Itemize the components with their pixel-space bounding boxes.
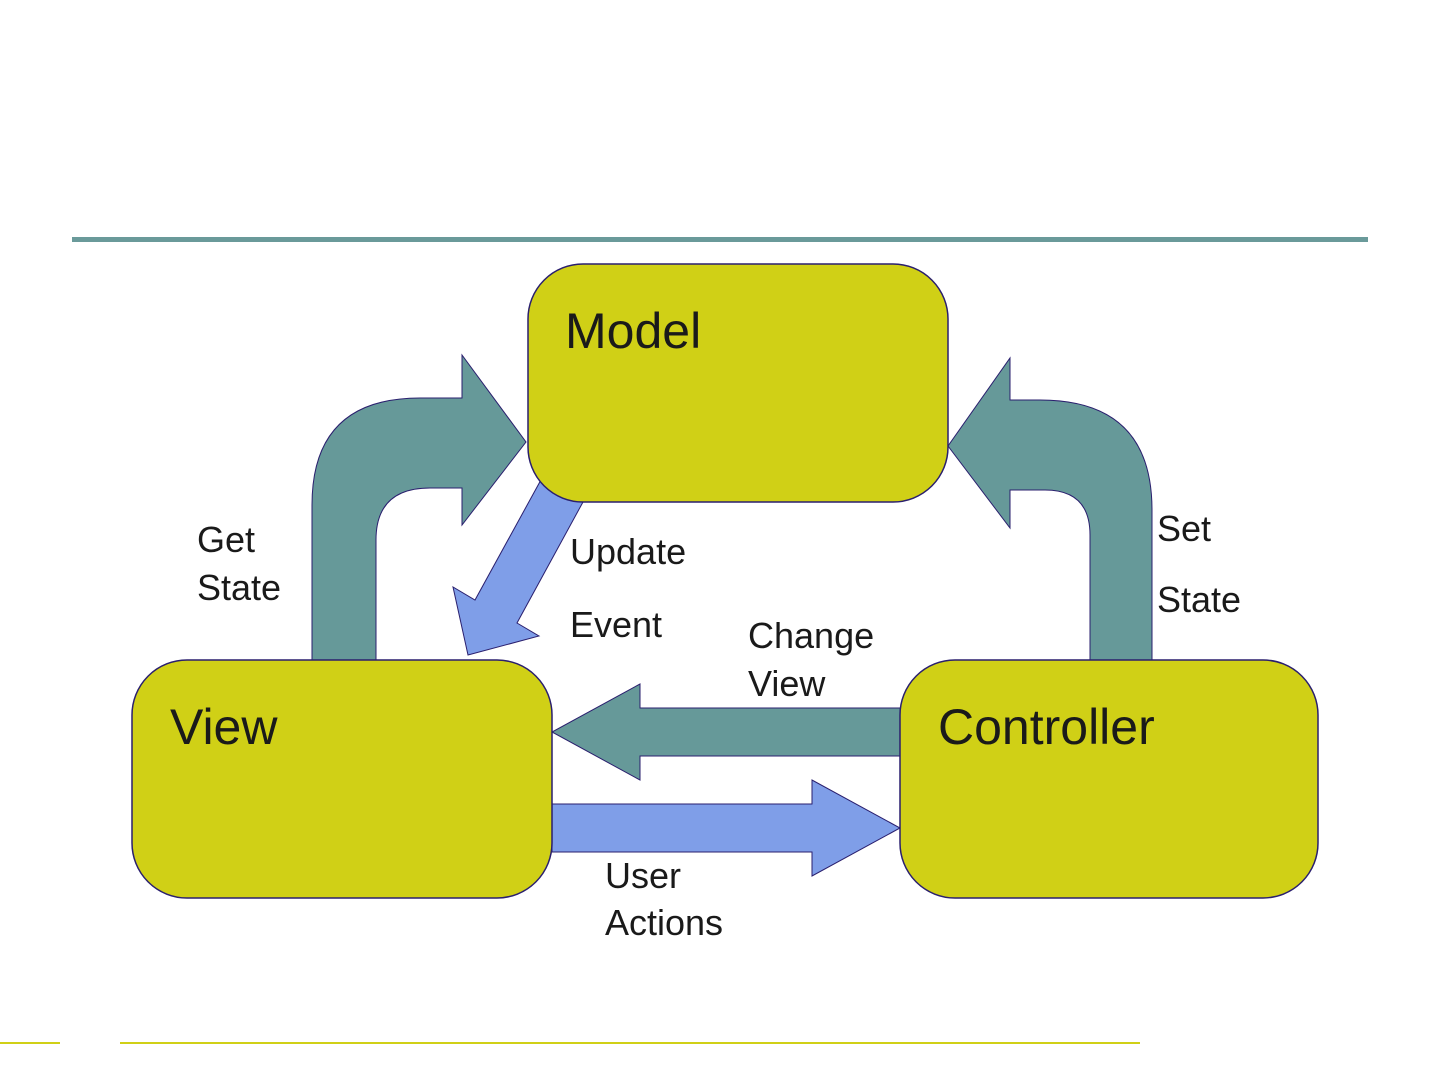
set-state-label-line2: State	[1157, 579, 1241, 620]
footer-rule-main	[120, 1042, 1140, 1044]
controller-box	[900, 660, 1318, 898]
get-state-label-line1: Get	[197, 519, 255, 560]
model-box	[528, 264, 948, 502]
view-node: View	[132, 660, 552, 898]
header-rule	[72, 237, 1368, 242]
view-label: View	[170, 699, 278, 755]
change-view-arrow	[552, 684, 902, 780]
change-view-label-line2: View	[748, 663, 826, 704]
update-event-label-line1: Update	[570, 531, 686, 572]
user-actions-label-line1: User	[605, 855, 681, 896]
view-box	[132, 660, 552, 898]
model-node: Model	[528, 264, 948, 502]
set-state-label-line1: Set	[1157, 508, 1211, 549]
footer-rule-left	[0, 1042, 60, 1044]
model-label: Model	[565, 303, 701, 359]
controller-label: Controller	[938, 699, 1155, 755]
get-state-label-line2: State	[197, 567, 281, 608]
change-view-label-line1: Change	[748, 615, 874, 656]
user-actions-label-line2: Actions	[605, 902, 723, 943]
update-event-label-line2: Event	[570, 604, 662, 645]
controller-node: Controller	[900, 660, 1318, 898]
set-state-arrow	[948, 358, 1152, 660]
